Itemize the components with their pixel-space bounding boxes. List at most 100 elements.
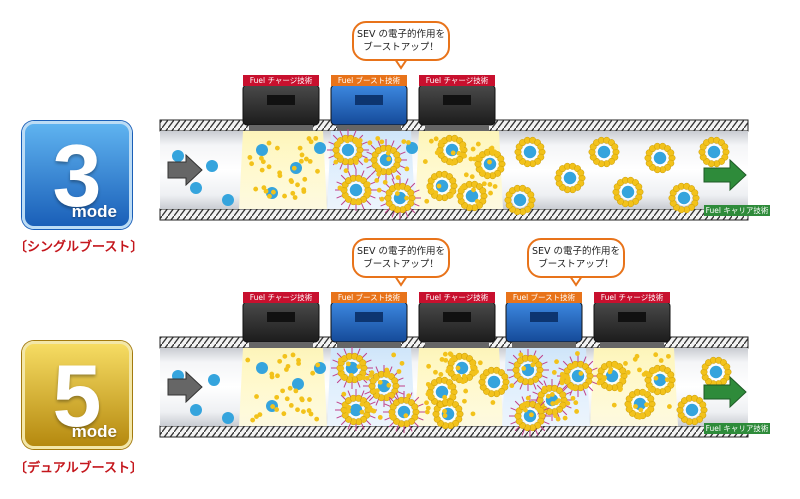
fuel-particle bbox=[570, 368, 586, 384]
charge-dot bbox=[308, 139, 314, 145]
charge-dot bbox=[348, 372, 354, 378]
charge-dot bbox=[365, 181, 371, 187]
fuel-particle bbox=[454, 360, 470, 376]
charge-dot bbox=[667, 404, 672, 409]
charge-dot bbox=[359, 401, 365, 407]
charge-dot bbox=[282, 353, 288, 359]
charge-dot bbox=[442, 351, 448, 357]
charge-dot bbox=[541, 385, 547, 391]
charge-dot bbox=[450, 150, 456, 156]
charge-dot bbox=[535, 361, 543, 369]
charge-dot bbox=[422, 159, 428, 164]
charge-dot bbox=[438, 372, 444, 377]
charge-dot bbox=[385, 150, 391, 156]
charge-dot bbox=[377, 379, 383, 385]
charge-dot bbox=[641, 372, 647, 377]
charge-dot bbox=[570, 395, 576, 401]
charge-dot bbox=[367, 405, 373, 411]
charge-dot bbox=[271, 189, 276, 195]
charge-dot bbox=[577, 169, 585, 177]
charge-dot bbox=[395, 185, 401, 191]
charge-dot bbox=[536, 406, 542, 412]
charge-dot bbox=[463, 388, 469, 394]
charge-dot bbox=[575, 351, 580, 356]
single-boost-caption: 〔シングルブースト〕 bbox=[14, 240, 144, 255]
charge-dot bbox=[455, 405, 463, 413]
charge-dot bbox=[475, 154, 481, 160]
fuel-particle bbox=[292, 378, 304, 390]
charge-dot bbox=[443, 357, 449, 363]
charge-dot bbox=[257, 412, 263, 417]
charge-dot bbox=[470, 411, 476, 417]
charge-dot bbox=[439, 357, 445, 362]
carrier-tag-2: Fuel キャリア技術 bbox=[704, 423, 770, 434]
charge-dot bbox=[468, 156, 474, 162]
charge-dot bbox=[375, 164, 381, 170]
charge-dot bbox=[492, 184, 498, 189]
sev-bubble-3-line2: ブーストアップ！ bbox=[538, 259, 614, 270]
charge-dot bbox=[433, 190, 439, 196]
boost-tag-1: Fuel ブースト技術 bbox=[331, 75, 407, 86]
sev-bubble-2-line2: ブーストアップ！ bbox=[363, 259, 439, 270]
sev-bubble-3-line1: SEV の電子的作用を bbox=[531, 246, 621, 257]
charge-dot bbox=[296, 361, 301, 366]
charge-dot bbox=[549, 392, 555, 397]
charge-dot bbox=[379, 196, 385, 202]
fuel-particle bbox=[256, 362, 268, 374]
charge-tag-2: Fuel チャージ技術 bbox=[419, 75, 495, 86]
charge-dot bbox=[371, 408, 377, 414]
charge-dot bbox=[428, 138, 434, 144]
mode-3-badge: 3 mode bbox=[22, 121, 132, 229]
charge-dot bbox=[470, 364, 475, 370]
charge-dot bbox=[447, 351, 453, 357]
charge-dot bbox=[406, 393, 412, 399]
charge-dot bbox=[479, 187, 487, 195]
device-window bbox=[355, 312, 383, 322]
charge-dot bbox=[314, 416, 320, 422]
charge-dot bbox=[653, 375, 659, 381]
charge-dot bbox=[274, 407, 280, 412]
fuel-particle bbox=[206, 160, 218, 172]
charge-dot bbox=[488, 146, 494, 152]
device-base bbox=[249, 342, 313, 348]
charge-dot bbox=[574, 409, 580, 414]
charge-dot bbox=[284, 396, 290, 402]
charge-dot bbox=[644, 402, 649, 408]
fuel-particle bbox=[706, 144, 722, 160]
device-window bbox=[267, 95, 295, 105]
charge-dot bbox=[531, 355, 537, 361]
charge-dot bbox=[344, 138, 350, 144]
charge-dot bbox=[625, 370, 631, 375]
charge-dot bbox=[578, 371, 584, 376]
charge-dot bbox=[463, 172, 469, 178]
mode-5-number: 5 bbox=[52, 346, 102, 445]
sev-bubble-2-line1: SEV の電子的作用を bbox=[356, 246, 446, 257]
charge-dot bbox=[386, 382, 392, 388]
charge-dot bbox=[462, 153, 468, 159]
charge-dot bbox=[346, 408, 351, 414]
charge-dot bbox=[382, 179, 388, 185]
charge-dot bbox=[299, 152, 305, 158]
charge-dot bbox=[639, 413, 645, 419]
charge-dot bbox=[570, 364, 576, 370]
charge-dot bbox=[341, 391, 347, 397]
fuel-particle bbox=[512, 192, 528, 208]
charge-dot bbox=[295, 182, 300, 188]
charge-dot bbox=[411, 403, 419, 411]
charge-dot bbox=[396, 369, 402, 374]
charge-dot bbox=[277, 170, 283, 176]
charge-dot bbox=[509, 383, 515, 389]
fuel-particle bbox=[522, 144, 538, 160]
device-base bbox=[600, 342, 664, 348]
fuel-particle bbox=[406, 142, 418, 154]
charge-dot bbox=[474, 199, 480, 204]
charge-dot bbox=[608, 366, 614, 372]
charge-dot bbox=[366, 190, 372, 196]
fuel-particle bbox=[434, 178, 450, 194]
charge-dot bbox=[623, 361, 628, 366]
charge-dot bbox=[550, 401, 556, 406]
charge-dot bbox=[263, 188, 269, 194]
charge-dot bbox=[359, 359, 367, 367]
charge-dot bbox=[638, 407, 644, 413]
charge-dot bbox=[565, 375, 571, 381]
